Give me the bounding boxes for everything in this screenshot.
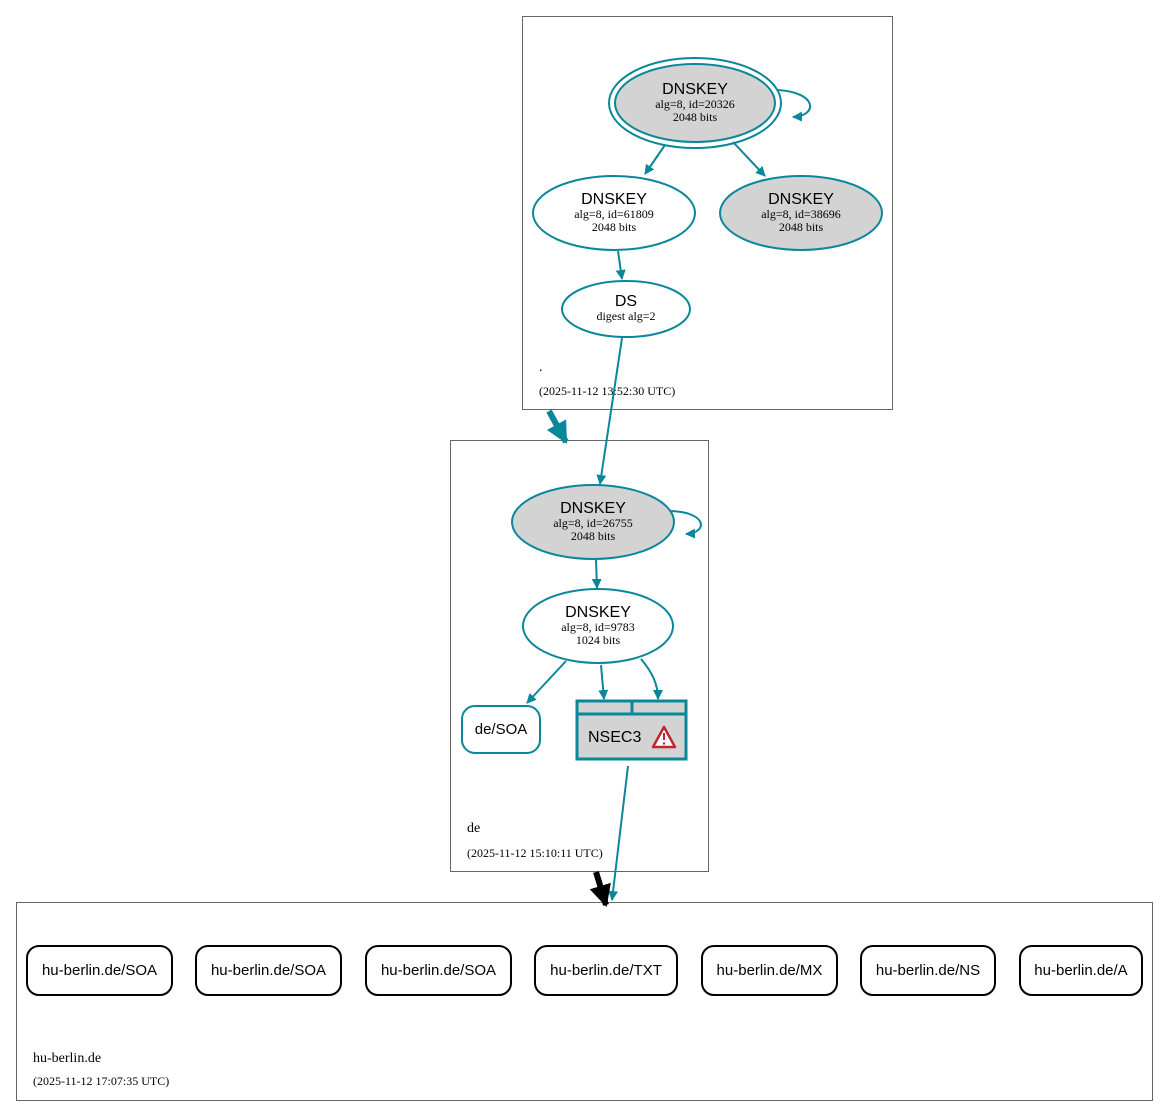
dnskey-alg-id: alg=8, id=61809	[574, 207, 654, 221]
rrset-label: hu-berlin.de/MX	[717, 962, 823, 979]
dnskey-bits: 2048 bits	[779, 220, 824, 234]
rrset-node-hu-berlin-ns[interactable]: hu-berlin.de/NS	[860, 945, 996, 996]
edge-root-ksk-self	[776, 89, 811, 122]
dnskey-bits: 1024 bits	[576, 633, 621, 647]
zone-hu-berlin-timestamp: (2025-11-12 17:07:35 UTC)	[33, 1074, 169, 1088]
rrset-node-hu-berlin-a[interactable]: hu-berlin.de/A	[1019, 945, 1143, 996]
zone-root-timestamp: (2025-11-12 13:52:30 UTC)	[539, 384, 675, 398]
dnskey-bits: 2048 bits	[592, 220, 637, 234]
ds-digest-alg: digest alg=2	[596, 309, 655, 323]
zone-root: . (2025-11-12 13:52:30 UTC)	[522, 16, 893, 410]
edge-de-ksk-self	[669, 510, 702, 539]
nsec3-node[interactable]: NSEC3	[575, 699, 688, 761]
edge-de-zsk-nsec3-b	[640, 658, 663, 700]
edge-root-zsk-ds	[615, 250, 626, 280]
ds-node[interactable]: DS digest alg=2	[561, 280, 691, 338]
dnskey-alg-id: alg=8, id=20326	[655, 97, 735, 111]
rrset-label: hu-berlin.de/SOA	[211, 962, 326, 979]
rrset-node-hu-berlin-soa-2[interactable]: hu-berlin.de/SOA	[195, 945, 342, 996]
rrset-label: hu-berlin.de/TXT	[550, 962, 662, 979]
rrset-node-de-soa[interactable]: de/SOA	[461, 705, 541, 754]
dnskey-title: DNSKEY	[560, 500, 626, 517]
rrset-node-hu-berlin-soa-3[interactable]: hu-berlin.de/SOA	[365, 945, 512, 996]
edge-ds-de-ksk	[596, 337, 623, 485]
edge-de-zsk-soa	[526, 660, 567, 704]
dnskey-bits: 2048 bits	[673, 110, 718, 124]
rrset-label: de/SOA	[475, 721, 528, 738]
dnskey-title: DNSKEY	[581, 191, 647, 208]
rrset-label: hu-berlin.de/SOA	[42, 962, 157, 979]
rrset-node-hu-berlin-soa-1[interactable]: hu-berlin.de/SOA	[26, 945, 173, 996]
ds-title: DS	[615, 293, 637, 310]
rrset-node-hu-berlin-mx[interactable]: hu-berlin.de/MX	[701, 945, 838, 996]
zone-de: de (2025-11-12 15:10:11 UTC)	[450, 440, 709, 872]
edges	[526, 89, 811, 908]
zone-de-timestamp: (2025-11-12 15:10:11 UTC)	[467, 846, 603, 860]
dnskey-title: DNSKEY	[662, 81, 728, 98]
edge-delegation-root-de	[546, 409, 569, 444]
rrset-node-hu-berlin-txt[interactable]: hu-berlin.de/TXT	[534, 945, 678, 996]
dnskey-node-de-ksk[interactable]: DNSKEY alg=8, id=26755 2048 bits	[511, 484, 675, 560]
dnskey-node-root-ksk[interactable]: DNSKEY alg=8, id=20326 2048 bits	[608, 57, 782, 149]
dnskey-node-root-38696[interactable]: DNSKEY alg=8, id=38696 2048 bits	[719, 175, 883, 251]
edge-root-ksk-zsk	[644, 144, 666, 175]
edge-de-ksk-zsk	[591, 559, 602, 589]
zone-de-name: de	[467, 821, 480, 836]
edge-delegation-de-hu-berlin	[589, 871, 611, 908]
warning-icon	[651, 725, 677, 749]
edge-root-ksk-key3	[732, 141, 766, 177]
zone-hu-berlin-name: hu-berlin.de	[33, 1051, 101, 1066]
rrset-label: hu-berlin.de/A	[1034, 962, 1127, 979]
rrset-label: hu-berlin.de/NS	[876, 962, 980, 979]
zone-hu-berlin: hu-berlin.de (2025-11-12 17:07:35 UTC)	[16, 902, 1153, 1101]
edge-nsec3-hu-berlin	[608, 765, 629, 901]
dnskey-node-de-zsk[interactable]: DNSKEY alg=8, id=9783 1024 bits	[522, 588, 674, 664]
dnskey-node-root-zsk[interactable]: DNSKEY alg=8, id=61809 2048 bits	[532, 175, 696, 251]
dnskey-alg-id: alg=8, id=26755	[553, 516, 633, 530]
dnskey-title: DNSKEY	[565, 604, 631, 621]
dnskey-alg-id: alg=8, id=38696	[761, 207, 841, 221]
nsec3-label: NSEC3	[588, 729, 641, 746]
edge-de-zsk-nsec3-a	[598, 664, 609, 700]
dnskey-alg-id: alg=8, id=9783	[561, 620, 635, 634]
rrset-label: hu-berlin.de/SOA	[381, 962, 496, 979]
zone-root-name: .	[539, 360, 543, 375]
dnskey-bits: 2048 bits	[571, 529, 616, 543]
dnskey-title: DNSKEY	[768, 191, 834, 208]
